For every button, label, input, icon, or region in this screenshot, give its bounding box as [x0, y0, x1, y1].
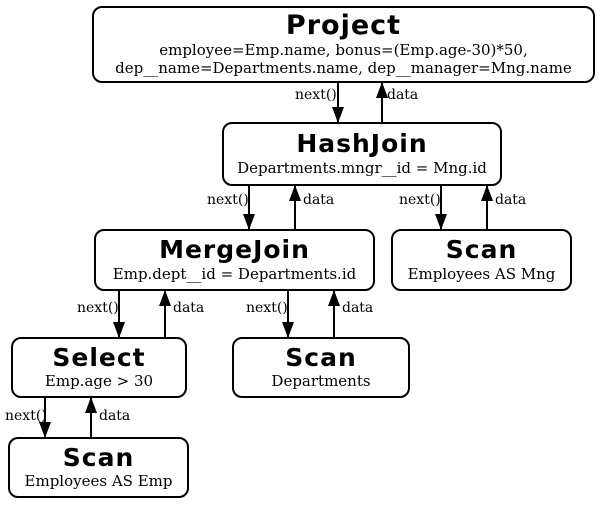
node-scan-emp-title: Scan	[62, 442, 135, 472]
edge-label-data-mergejoin-select: data	[173, 300, 205, 316]
edge-label-next-mergejoin-scandept: next()	[246, 300, 288, 316]
node-scan-emp-detail: Employees AS Emp	[24, 472, 173, 490]
node-project-title: Project	[285, 10, 402, 42]
edge-label-data-project-hashjoin: data	[387, 87, 419, 103]
node-scan-emp[interactable]: Scan Employees AS Emp	[8, 437, 189, 498]
node-scan-mng-detail: Employees AS Mng	[407, 264, 556, 283]
node-scan-mng-title: Scan	[445, 235, 518, 265]
edge-label-data-mergejoin-scandept: data	[342, 300, 374, 316]
node-select-title: Select	[52, 342, 146, 372]
edge-label-data-hashjoin-scanmng: data	[495, 192, 527, 208]
edge-label-data-select-scanemp: data	[99, 408, 131, 424]
node-select[interactable]: Select Emp.age > 30	[11, 337, 187, 398]
node-select-detail: Emp.age > 30	[44, 372, 154, 390]
node-hashjoin[interactable]: HashJoin Departments.mngr__id = Mng.id	[222, 122, 502, 186]
node-project-detail: employee=Emp.name, bonus=(Emp.age-30)*50…	[115, 41, 572, 77]
edge-label-data-hashjoin-mergejoin: data	[303, 192, 335, 208]
node-hashjoin-title: HashJoin	[296, 129, 428, 159]
edge-label-next-project-hashjoin: next()	[295, 87, 337, 103]
edge-label-next-select-scanemp: next()	[5, 408, 47, 424]
node-scan-departments[interactable]: Scan Departments	[232, 337, 410, 398]
node-mergejoin-title: MergeJoin	[159, 235, 310, 265]
node-scan-departments-title: Scan	[285, 342, 357, 372]
node-hashjoin-detail: Departments.mngr__id = Mng.id	[237, 158, 487, 177]
edge-label-next-hashjoin-scanmng: next()	[399, 192, 441, 208]
node-scan-mng[interactable]: Scan Employees AS Mng	[391, 229, 572, 291]
node-mergejoin-detail: Emp.dept__id = Departments.id	[112, 264, 357, 283]
node-scan-departments-detail: Departments	[271, 372, 371, 390]
edge-label-next-hashjoin-mergejoin: next()	[207, 192, 249, 208]
node-project[interactable]: Project employee=Emp.name, bonus=(Emp.ag…	[92, 6, 595, 83]
node-mergejoin[interactable]: MergeJoin Emp.dept__id = Departments.id	[94, 229, 375, 291]
edge-label-next-mergejoin-select: next()	[77, 300, 119, 316]
